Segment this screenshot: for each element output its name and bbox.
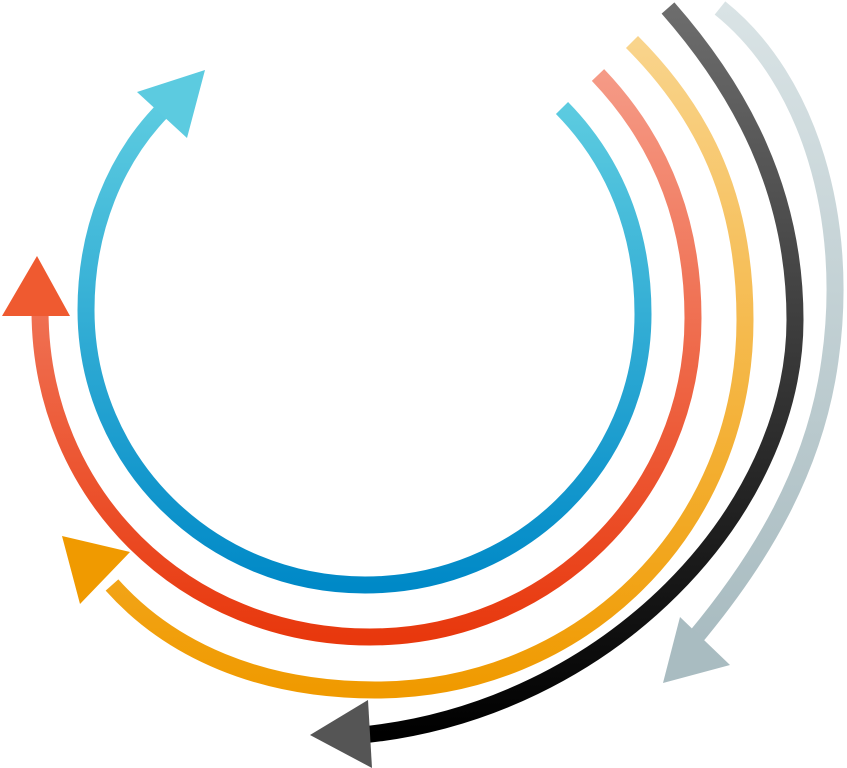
red-arrow <box>2 69 702 646</box>
grey-arrow-arc <box>688 1 844 644</box>
blue-arrowhead <box>137 70 205 138</box>
orange-arrowhead <box>62 536 130 604</box>
orange-arrow <box>62 35 754 699</box>
orange-arrow-arc <box>105 35 754 699</box>
grey-arrow <box>663 1 844 683</box>
red-arrow-arc <box>31 69 702 646</box>
black-arrowhead <box>310 700 372 768</box>
red-arrowhead <box>2 256 70 316</box>
black-arrow <box>310 2 804 768</box>
black-arrow-arc <box>361 2 804 744</box>
blue-arrow-arc <box>77 101 652 594</box>
grey-arrowhead <box>663 617 730 683</box>
blue-arrow <box>77 70 652 594</box>
